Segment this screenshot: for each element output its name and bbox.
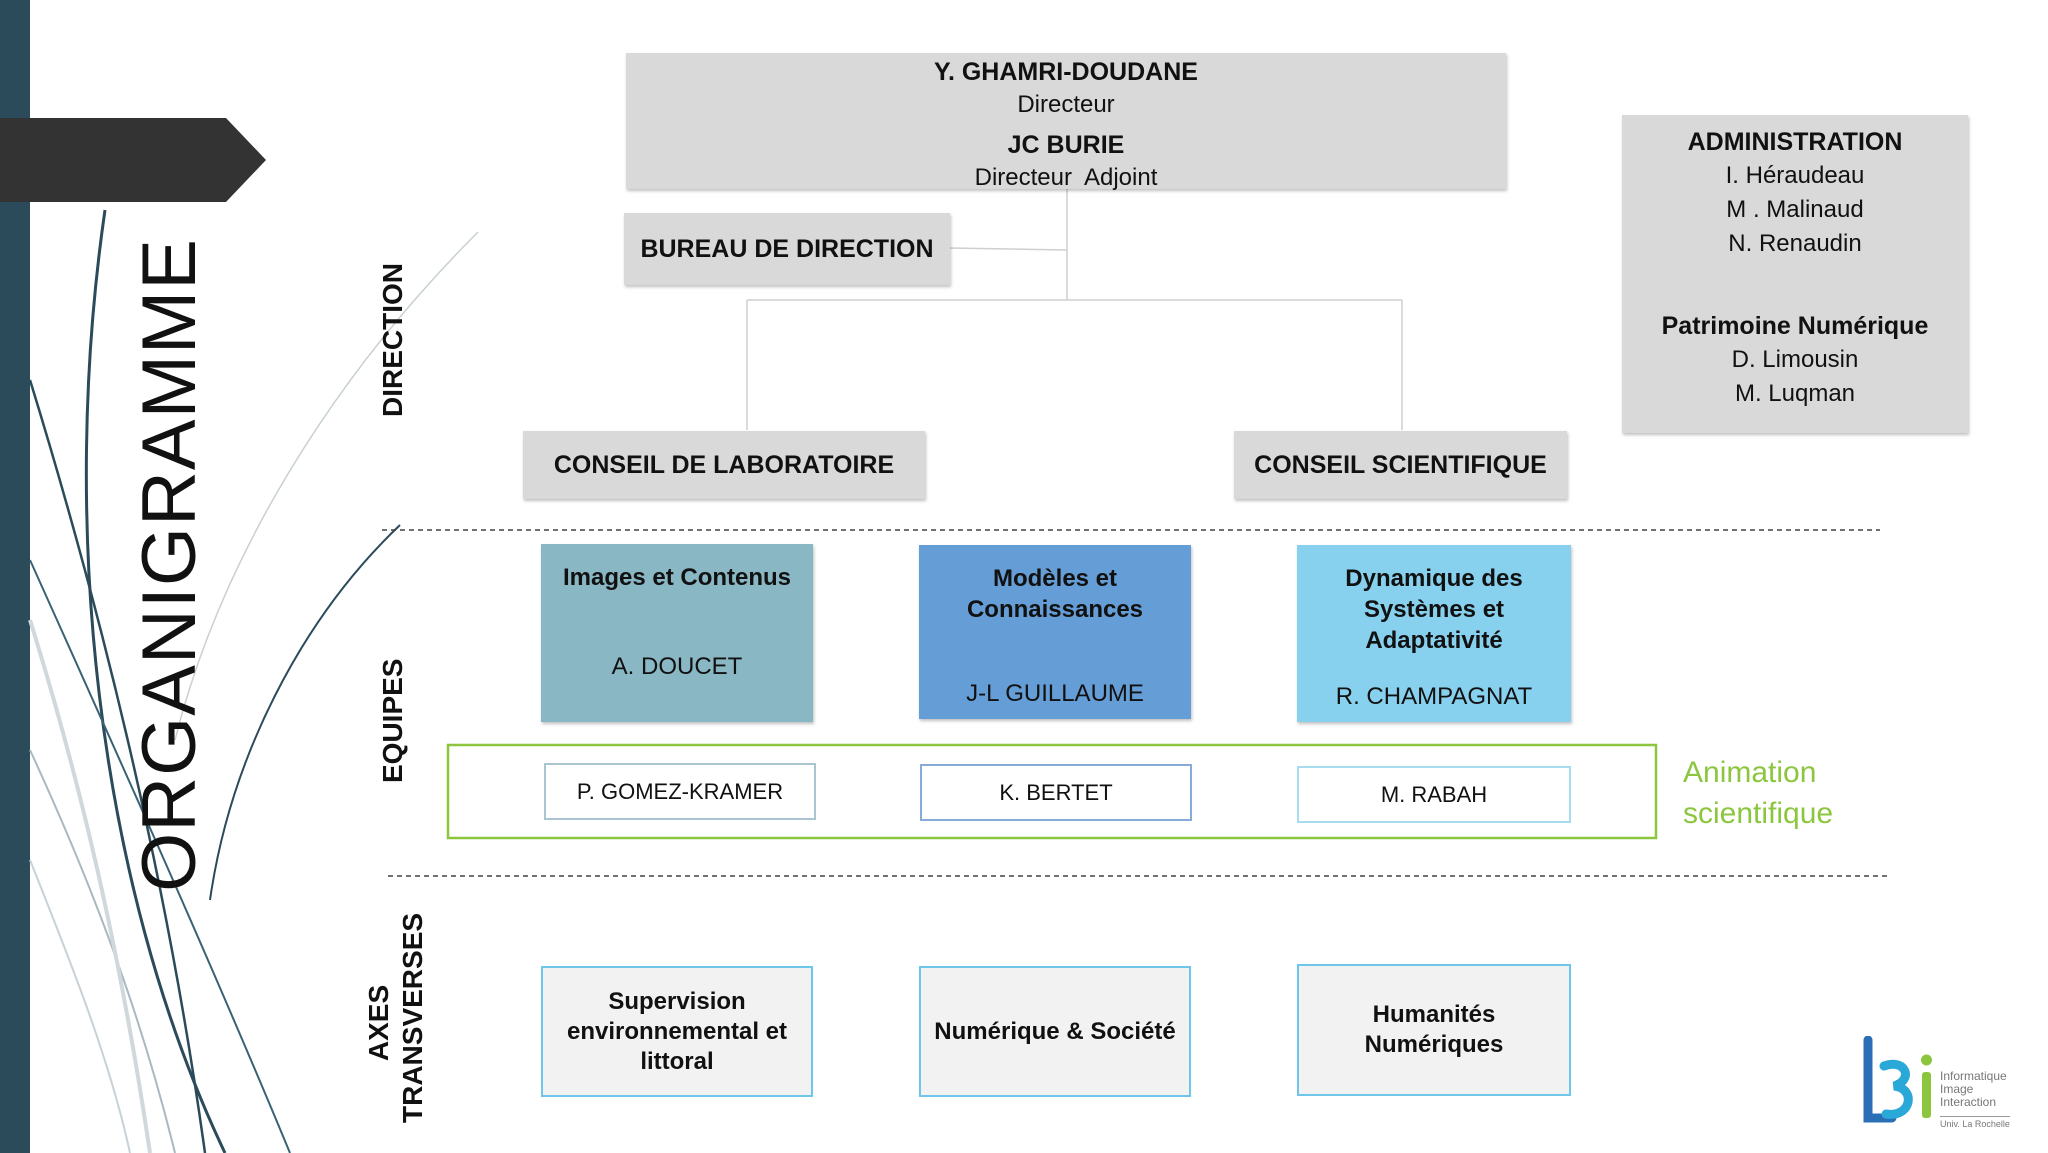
- director-role: Directeur: [1017, 91, 1115, 118]
- team-lead: R. CHAMPAGNAT: [1335, 683, 1533, 710]
- patrimoine-member: M. Luqman: [1734, 380, 1856, 407]
- director-name: Y. GHAMRI-DOUDANE: [934, 58, 1198, 86]
- patrimoine-member: D. Limousin: [1731, 346, 1859, 373]
- team-name: Images et Contenus: [562, 564, 792, 591]
- animation-person: K. BERTET: [920, 764, 1192, 821]
- team-lead: J-L GUILLAUME: [966, 680, 1144, 707]
- team-name: Dynamique des Systèmes et Adaptativité: [1345, 565, 1523, 654]
- connector-lines: [746, 184, 1403, 430]
- team-name: Modèles et Connaissances: [966, 565, 1144, 623]
- l3i-logo-mark: [1863, 1036, 1932, 1123]
- l3i-logo-text: Informatique Image Interaction: [1940, 1069, 2007, 1109]
- administration-member: M . Malinaud: [1726, 196, 1864, 223]
- deputy-name: JC BURIE: [1007, 131, 1125, 159]
- banner-arrow: [0, 118, 266, 202]
- section-label-equipes: EQUIPES: [377, 658, 408, 783]
- director-box: Y. GHAMRI-DOUDANE Directeur JC BURIE Dir…: [626, 53, 1506, 191]
- administration-box: ADMINISTRATION I. Héraudeau M . Malinaud…: [1622, 115, 1968, 433]
- bureau-direction-label: BUREAU DE DIRECTION: [640, 234, 934, 263]
- animation-person: P. GOMEZ-KRAMER: [544, 763, 816, 820]
- conseil-laboratoire-box: CONSEIL DE LABORATOIRE: [523, 431, 925, 499]
- section-label-axes-transverses: AXES TRANSVERSES: [363, 912, 428, 1123]
- deputy-role: Directeur Adjoint: [974, 164, 1158, 191]
- axis-humanites-numeriques: Humanités Numériques: [1297, 964, 1571, 1096]
- axis-supervision: Supervision environnemental et littoral: [541, 966, 813, 1097]
- administration-member: N. Renaudin: [1728, 230, 1862, 257]
- l3i-logo: Informatique Image Interaction Univ. La …: [1862, 1036, 2012, 1131]
- patrimoine-title: Patrimoine Numérique: [1661, 312, 1929, 340]
- conseil-scientifique-label: CONSEIL SCIENTIFIQUE: [1254, 450, 1547, 479]
- conseil-laboratoire-label: CONSEIL DE LABORATOIRE: [553, 450, 895, 479]
- administration-member: I. Héraudeau: [1725, 162, 1865, 189]
- team-lead: A. DOUCET: [611, 653, 743, 680]
- decorative-curves: [28, 209, 479, 1153]
- team-dynamique-systemes: Dynamique des Systèmes et Adaptativité R…: [1297, 545, 1571, 722]
- l3i-logo-university: Univ. La Rochelle: [1940, 1116, 2010, 1131]
- animation-scientifique-label: Animation scientifique: [1683, 756, 1834, 830]
- team-images-contenus: Images et Contenus A. DOUCET: [541, 544, 813, 722]
- conseil-scientifique-box: CONSEIL SCIENTIFIQUE: [1234, 431, 1567, 499]
- page-title: ORGANIGRAMME: [127, 238, 212, 892]
- axis-numerique-societe: Numérique & Société: [919, 966, 1191, 1097]
- administration-title: ADMINISTRATION: [1687, 128, 1903, 156]
- animation-person: M. RABAH: [1297, 766, 1571, 823]
- section-label-direction: DIRECTION: [377, 263, 408, 417]
- team-modeles-connaissances: Modèles et Connaissances J-L GUILLAUME: [919, 545, 1191, 719]
- animation-frame: [446, 743, 1658, 840]
- bureau-direction-box: BUREAU DE DIRECTION: [624, 213, 950, 285]
